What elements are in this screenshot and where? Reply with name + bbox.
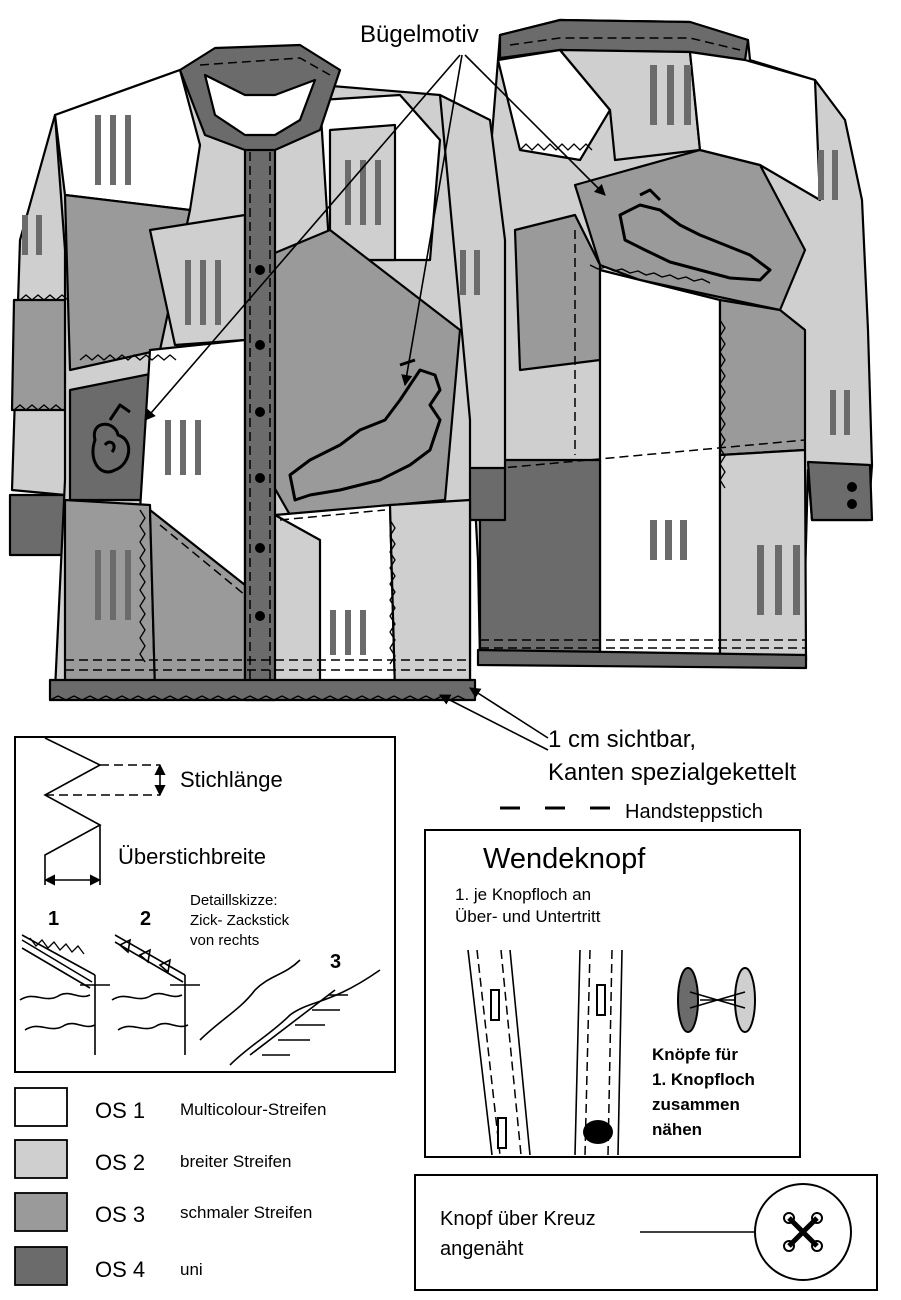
legend-swatch-os4 xyxy=(14,1246,68,1286)
buttons-note-line4: nähen xyxy=(652,1120,702,1139)
edge-label-line2: Kanten spezialgekettelt xyxy=(548,759,797,786)
back-jacket xyxy=(468,18,874,670)
buttons-note-line2: 1. Knopfloch xyxy=(652,1070,755,1089)
edge-leader-lines xyxy=(439,687,549,751)
motif-label: Bügelmotiv xyxy=(360,21,479,48)
legend-label-os2: breiter Streifen xyxy=(180,1152,292,1171)
step-3-sketch xyxy=(199,959,381,1066)
step-1-label: 1 xyxy=(48,908,59,930)
overstitch-width-label: Überstichbreite xyxy=(118,844,266,869)
stitch-length-label: Stichlänge xyxy=(180,767,283,792)
step-3-label: 3 xyxy=(330,951,341,973)
fabric-legend: OS 1 Multicolour-Streifen OS 2 breiter S… xyxy=(14,1087,326,1286)
legend-swatch-os3 xyxy=(14,1192,68,1232)
cross-button-line2: angenäht xyxy=(440,1238,524,1260)
legend-swatch-os2 xyxy=(14,1139,68,1179)
reversible-button-box: Wendeknopf 1. je Knopfloch an Über- und … xyxy=(424,829,801,1158)
paired-buttons-icon xyxy=(677,967,756,1033)
detail-label-line3: von rechts xyxy=(190,932,259,949)
legend-code-os3: OS 3 xyxy=(95,1202,145,1227)
buttons-note-line3: zusammen xyxy=(652,1095,740,1114)
back-cuff xyxy=(806,460,874,522)
placket-strip-under xyxy=(574,949,623,1156)
legend-swatch-os1 xyxy=(14,1087,68,1127)
reversible-button-title: Wendeknopf xyxy=(483,843,646,875)
stitch-detail-box: Stichlänge Überstichbreite Detaillskizze… xyxy=(14,736,396,1073)
legend-label-os4: uni xyxy=(180,1260,203,1279)
cross-stitched-button-icon xyxy=(754,1183,852,1281)
legend-code-os4: OS 4 xyxy=(95,1257,145,1282)
legend-label-os1: Multicolour-Streifen xyxy=(180,1100,326,1119)
step-2-label: 2 xyxy=(140,908,151,930)
step-1-sketch xyxy=(19,934,110,1055)
front-jacket xyxy=(8,43,507,702)
step-2-sketch xyxy=(111,934,200,1055)
placket-strip-over xyxy=(467,949,531,1156)
detail-label-line2: Zick- Zackstick xyxy=(190,912,290,929)
legend-code-os2: OS 2 xyxy=(95,1150,145,1175)
buttons-note-line1: Knöpfe für xyxy=(652,1045,738,1064)
reversible-note-line2: Über- und Untertritt xyxy=(455,907,601,926)
zigzag-stitch-diagram xyxy=(43,737,102,870)
detail-label-line1: Detaillskizze: xyxy=(190,892,278,909)
back-motif xyxy=(618,188,772,282)
motif-leader-lines xyxy=(144,54,606,421)
cross-button-box: Knopf über Kreuz angenäht xyxy=(414,1174,878,1291)
front-hem xyxy=(48,678,477,702)
legend-label-os3: schmaler Streifen xyxy=(180,1203,312,1222)
reversible-note-line1: 1. je Knopfloch an xyxy=(455,885,591,904)
edge-label-line1: 1 cm sichtbar, xyxy=(548,726,696,753)
front-flower-motif xyxy=(91,403,131,474)
front-figure-motif xyxy=(288,358,442,502)
cross-button-line1: Knopf über Kreuz xyxy=(440,1208,596,1230)
back-hem xyxy=(476,648,808,670)
placket-buttons xyxy=(255,265,265,621)
hand-stitch-label: Handsteppstich xyxy=(625,801,763,823)
legend-code-os1: OS 1 xyxy=(95,1098,145,1123)
